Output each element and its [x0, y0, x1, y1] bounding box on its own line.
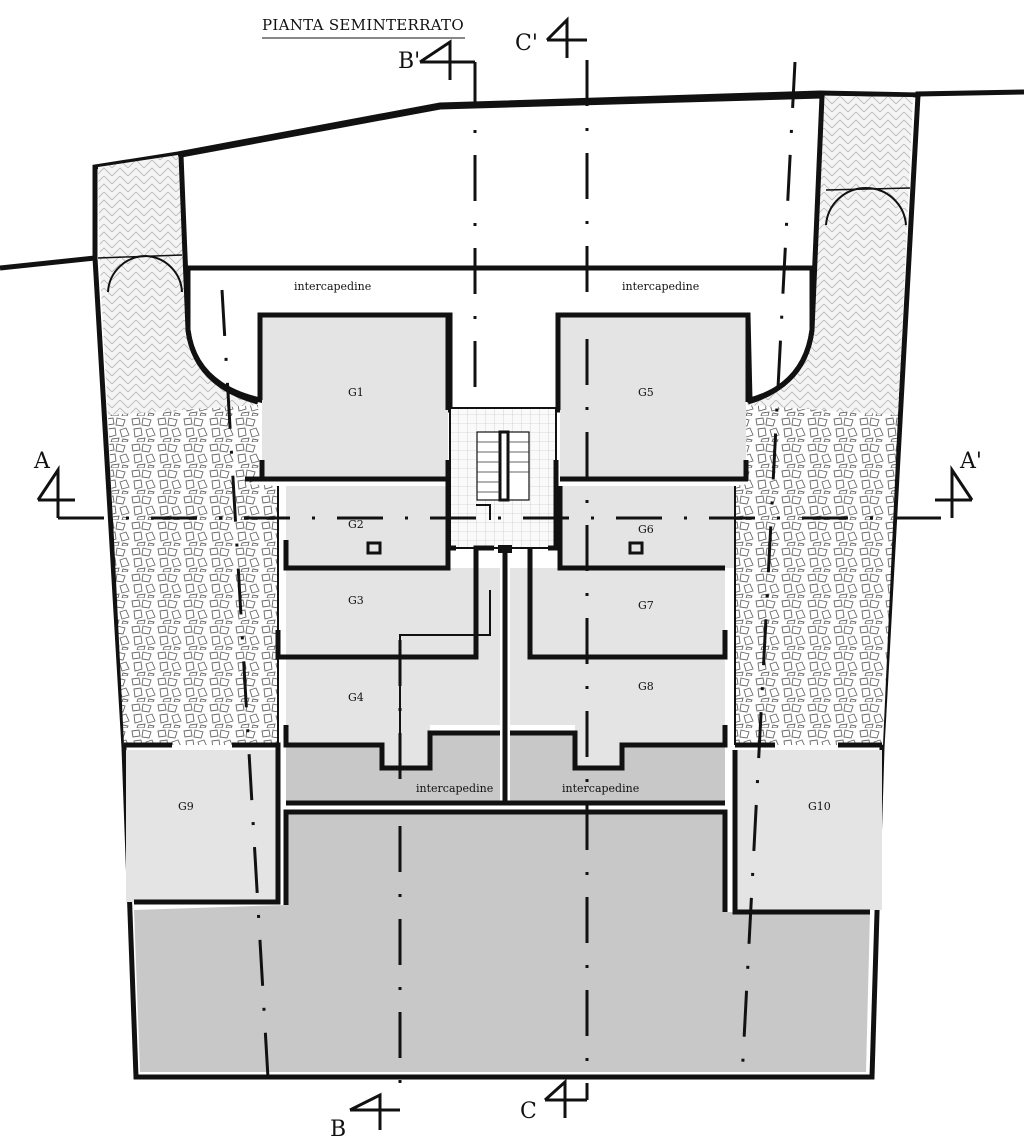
- room-label-g3: G3: [348, 594, 364, 607]
- room-label-g6: G6: [638, 523, 654, 536]
- section-label-b: B: [330, 1117, 346, 1142]
- section-label-a: A: [33, 449, 51, 474]
- lower-ramp: [134, 812, 870, 1072]
- section-label-c-prime: C': [515, 31, 538, 56]
- section-label-a-prime: A': [959, 449, 982, 474]
- room-label-g10: G10: [808, 800, 831, 813]
- room-label-g4: G4: [348, 691, 364, 704]
- section-marker-a: [36, 465, 75, 518]
- room-label-g1: G1: [348, 386, 364, 399]
- section-marker-b: [349, 1092, 400, 1130]
- room-label-g2: G2: [348, 518, 364, 531]
- paving-left: [108, 405, 278, 745]
- section-axes: [58, 60, 960, 1100]
- room-label-g7: G7: [638, 599, 654, 612]
- section-marker-b-prime: [419, 39, 475, 80]
- section-label-b-prime: B': [398, 49, 420, 74]
- walls: [124, 270, 882, 915]
- lower-intercapedine: [286, 733, 725, 803]
- room-label-g9: G9: [178, 800, 194, 813]
- paving-right: [735, 405, 898, 745]
- section-label-c: C: [520, 1099, 537, 1124]
- herringbone-court-right: [745, 96, 913, 415]
- room-label-g8: G8: [638, 680, 654, 693]
- room-label-g5: G5: [638, 386, 654, 399]
- intercapedine-label-bottom-right: intercapedine: [562, 782, 639, 795]
- section-marker-c: [543, 1078, 587, 1118]
- intercapedine-label-bottom-left: intercapedine: [416, 782, 493, 795]
- plan-title: PIANTA SEMINTERRATO: [262, 16, 464, 34]
- section-marker-c-prime: [545, 16, 587, 58]
- intercapedine-label-top-left: intercapedine: [294, 280, 371, 293]
- intercapedine-label-top-right: intercapedine: [622, 280, 699, 293]
- herringbone-court-left: [98, 155, 258, 415]
- section-marker-a-prime: [935, 465, 974, 518]
